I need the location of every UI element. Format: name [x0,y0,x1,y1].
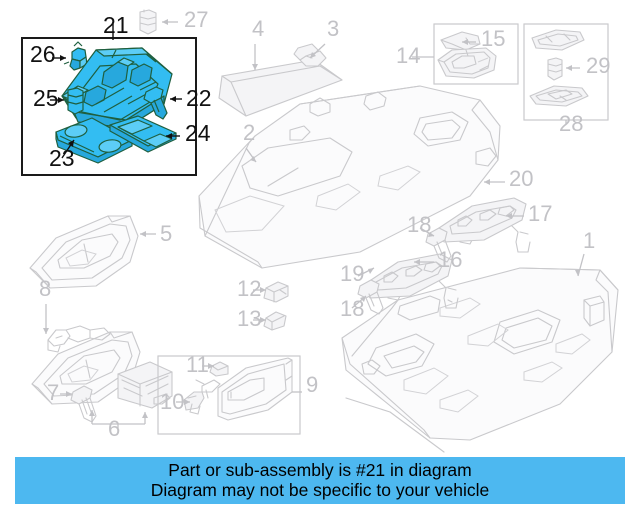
part-number-11: 11 [186,352,209,377]
part-number-17: 17 [528,201,552,226]
part-number-2: 2 [243,120,255,145]
part-24-lens [109,115,177,153]
part-number-1: 1 [583,228,595,253]
part-number-8: 8 [39,276,51,301]
part-12-clip [263,281,289,303]
part-number-27: 27 [184,7,208,32]
callout-leader-lines [50,22,182,159]
part-18-screw-lower [357,279,384,315]
part-number-23: 23 [49,145,75,171]
overhead-console-callout-box [21,37,197,176]
part-number-21: 21 [103,12,129,38]
part-23-lens [55,117,133,164]
part-number-6: 6 [108,416,120,441]
part-number-29: 29 [586,53,610,78]
part-number-9: 9 [306,372,318,397]
part-number-13: 13 [237,306,261,331]
info-banner: Part or sub-assembly is #21 in diagram D… [15,457,625,504]
diagram-leader-lines [43,19,585,428]
part-number-22: 22 [186,85,212,111]
part-number-labels: 1 2 3 4 5 6 7 8 9 10 11 12 13 14 15 16 1… [30,7,610,441]
part-13-clip [263,311,287,331]
part-number-3: 3 [327,16,339,41]
headliner-front-panel [198,85,501,269]
part-number-4: 4 [252,16,264,41]
grip-bezel-left [361,253,453,299]
part-number-12: 12 [237,276,261,301]
part-number-25: 25 [33,85,59,111]
part-number-26: 26 [30,41,56,67]
part-number-28: 28 [559,111,583,136]
part-27-bulb [139,9,157,35]
part-22-screw [143,86,168,120]
banner-line-2: Diagram may not be specific to your vehi… [150,479,490,500]
part-number-19: 19 [340,261,364,286]
part-number-14: 14 [396,43,420,68]
part-number-18-upper: 18 [407,212,431,237]
sunroof-sunshade-panel [218,59,343,117]
headliner-rear-panel [341,267,619,453]
part-18-screw-upper [425,227,452,263]
part-number-15: 15 [481,26,505,51]
sun-visor-callout-box [157,355,301,435]
part-25-bulb [67,87,84,115]
part-number-5: 5 [160,221,172,246]
part-8-bracket [47,325,111,353]
lamp-28-callout-box [523,23,609,121]
part-number-10: 10 [160,389,184,414]
part-number-7: 7 [47,380,59,405]
grip-bezel-right [435,197,527,243]
console-housing-5 [29,215,139,289]
part-number-24: 24 [185,120,211,146]
part-number-16: 16 [438,247,462,272]
banner-line-1: Part or sub-assembly is #21 in diagram [168,459,472,480]
part-number-20: 20 [509,166,533,191]
part-number-18-lower: 18 [340,296,364,321]
